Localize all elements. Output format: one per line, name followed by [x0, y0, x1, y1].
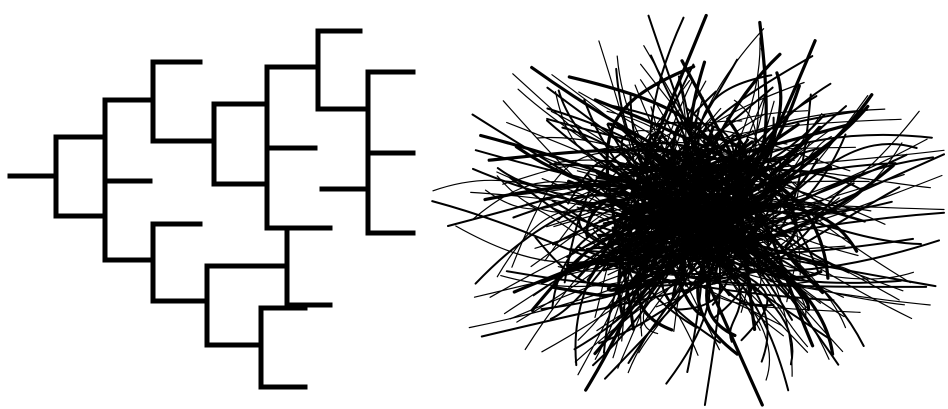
- tangled-network-diagram: [432, 16, 944, 406]
- branching-tree-diagram: [10, 31, 413, 387]
